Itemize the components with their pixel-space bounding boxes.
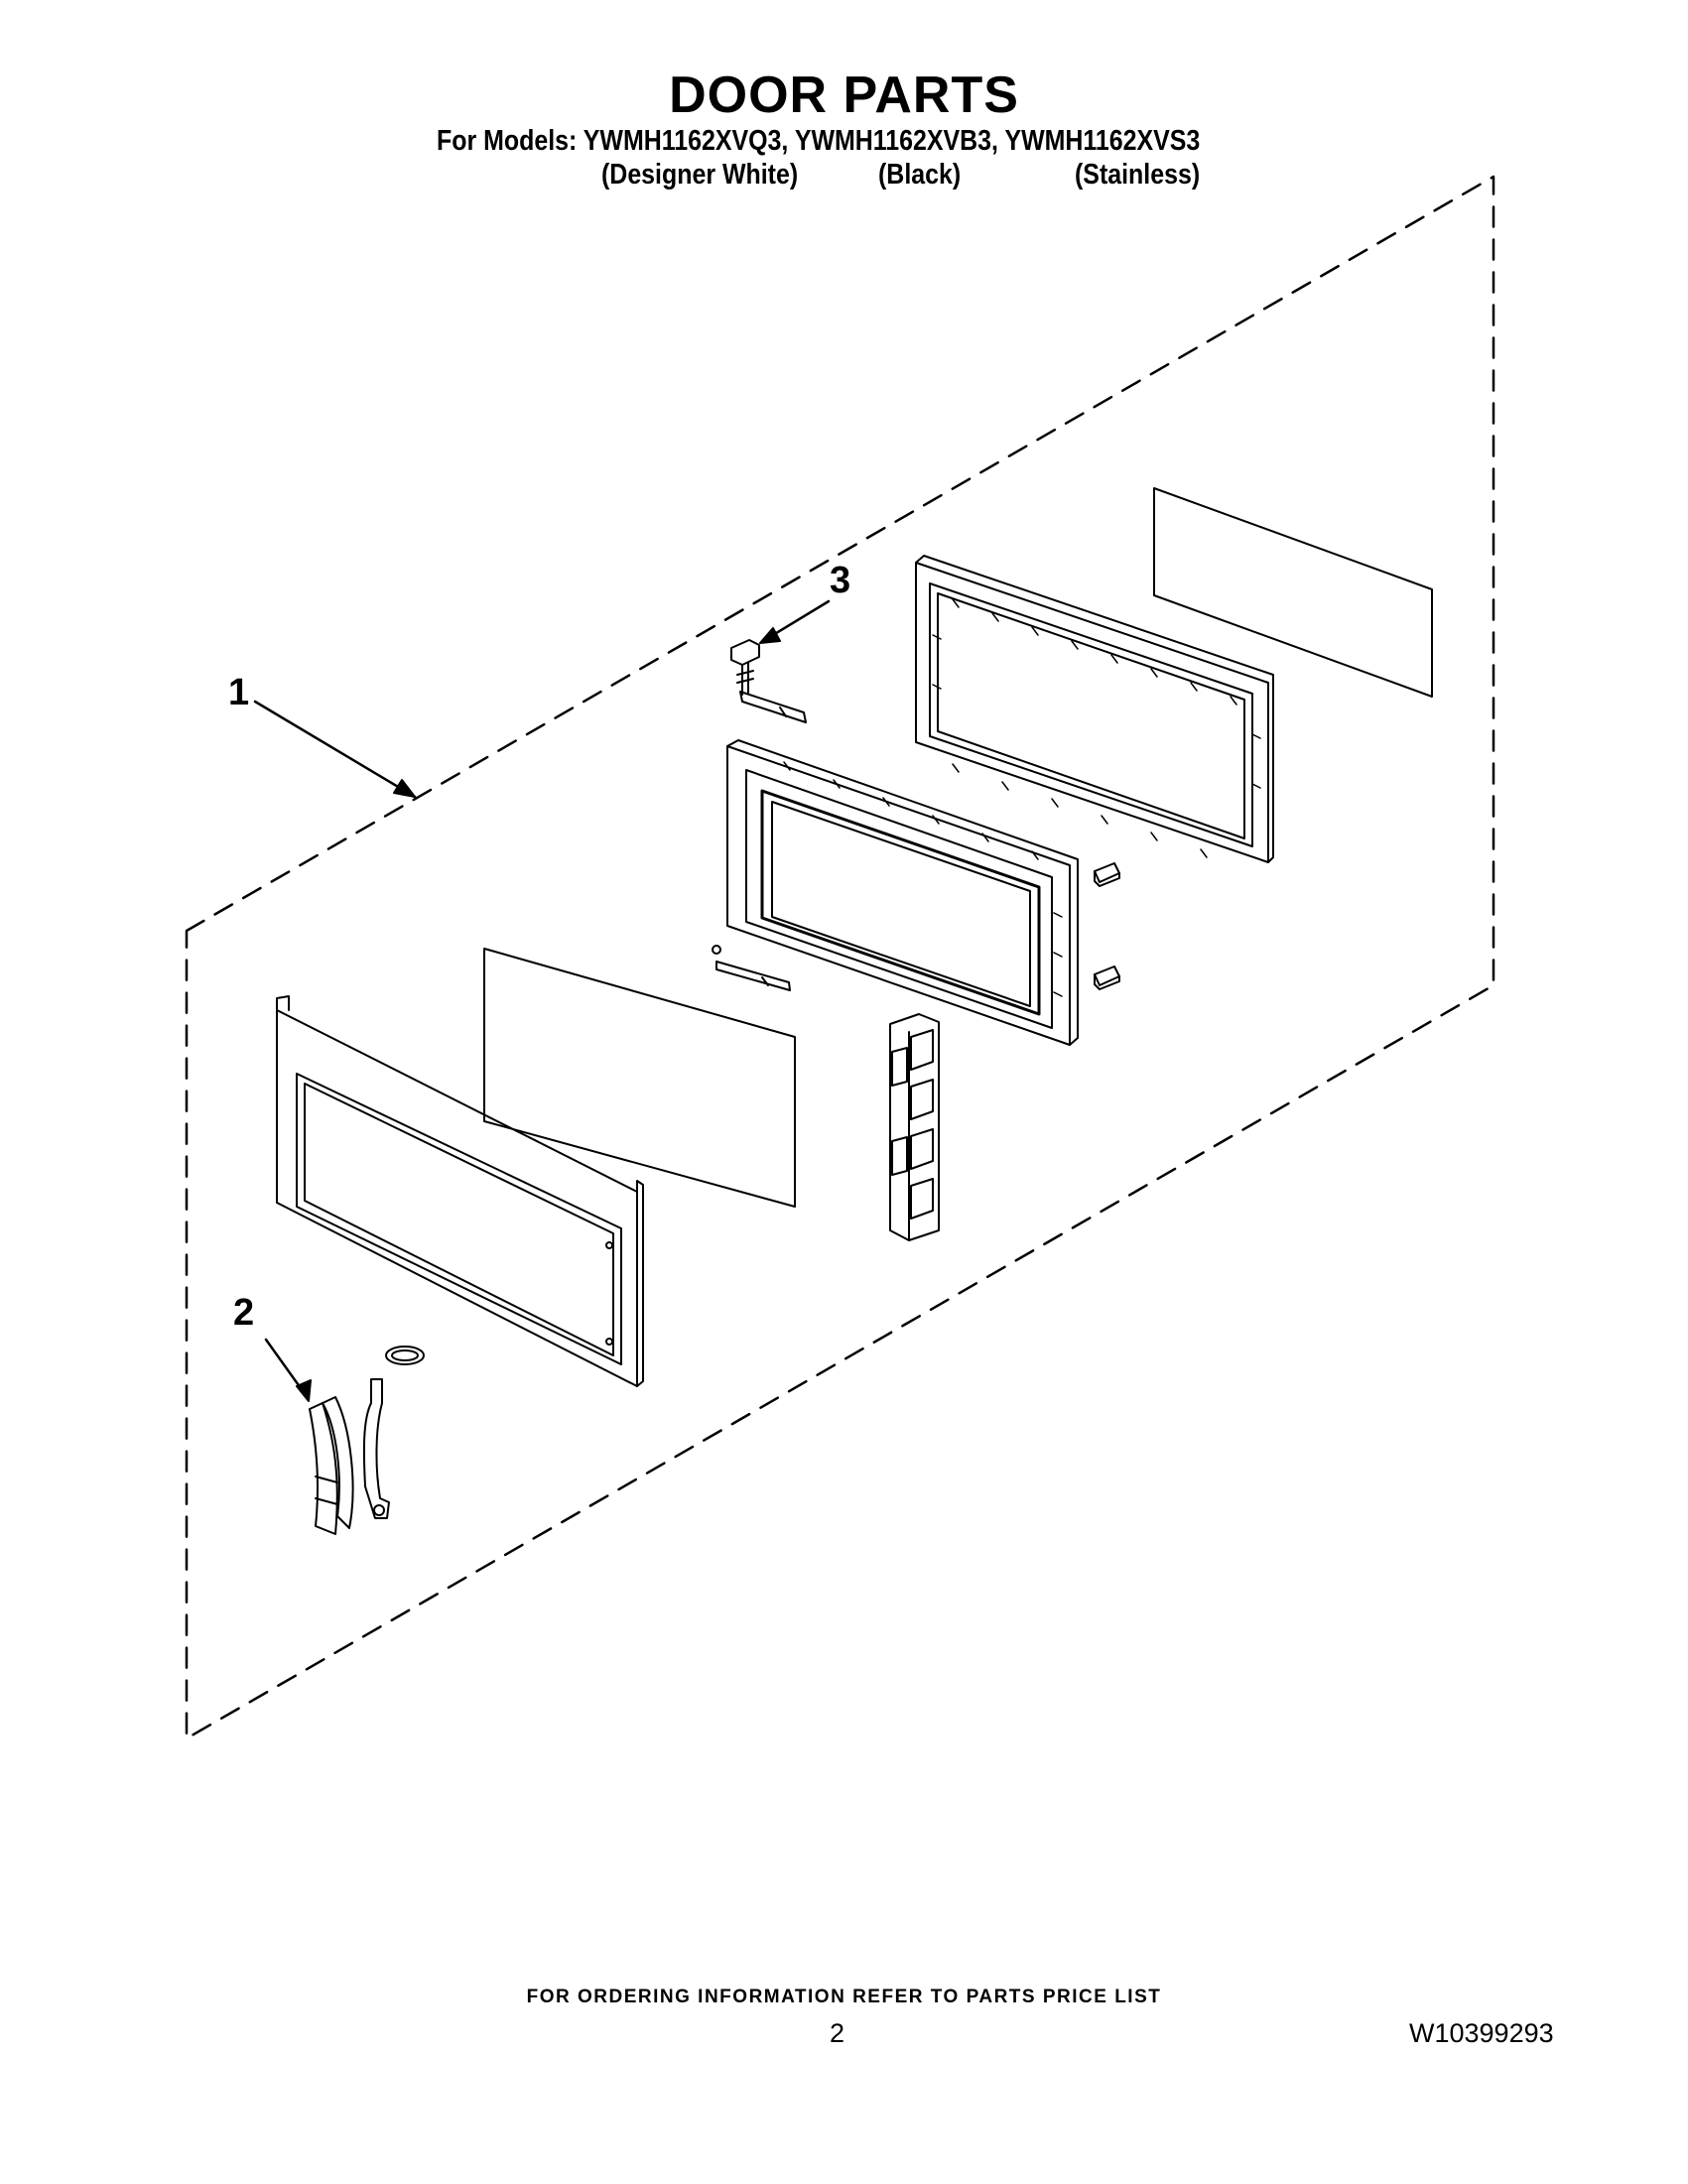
page-number: 2 xyxy=(830,2018,845,2048)
callout-2-arrowhead xyxy=(296,1379,312,1402)
inner-glass-panel xyxy=(483,948,796,1208)
document-number: W10399293 xyxy=(1409,2018,1554,2048)
page-title: DOOR PARTS xyxy=(669,66,1019,124)
latch-spring-upper xyxy=(739,691,807,723)
callout-1: 1 xyxy=(228,672,249,713)
callout-1-arrowhead xyxy=(393,779,416,798)
callout-3-arrowhead xyxy=(759,627,781,644)
door-handle-item-2 xyxy=(309,1396,354,1535)
variant-stainless: (Stainless) xyxy=(1075,159,1201,191)
callout-2: 2 xyxy=(233,1292,254,1334)
variant-black: (Black) xyxy=(878,159,962,191)
variant-designer-white: (Designer White) xyxy=(601,159,799,191)
latch-housing xyxy=(889,1013,940,1241)
brand-badge xyxy=(385,1346,425,1365)
door-inner-frame xyxy=(726,739,1079,1046)
outer-door-panel xyxy=(276,995,644,1387)
callout-1-leader xyxy=(253,700,417,799)
callout-3-leader xyxy=(766,599,831,640)
screw-item-3 xyxy=(730,639,760,696)
callout-3: 3 xyxy=(830,560,850,601)
models-line: For Models: YWMH1162XVQ3, YWMH1162XVB3, … xyxy=(437,125,1201,157)
handle-mount-bracket xyxy=(362,1378,390,1519)
hinge-upper xyxy=(1094,862,1120,887)
back-glass-panel xyxy=(1153,487,1433,698)
hinge-lower xyxy=(1094,965,1120,990)
ordering-note: FOR ORDERING INFORMATION REFER TO PARTS … xyxy=(526,1987,1162,2007)
door-assembly-boundary xyxy=(185,175,1495,1740)
door-choke-frame xyxy=(915,555,1274,863)
latch-spring-lower xyxy=(712,945,791,991)
